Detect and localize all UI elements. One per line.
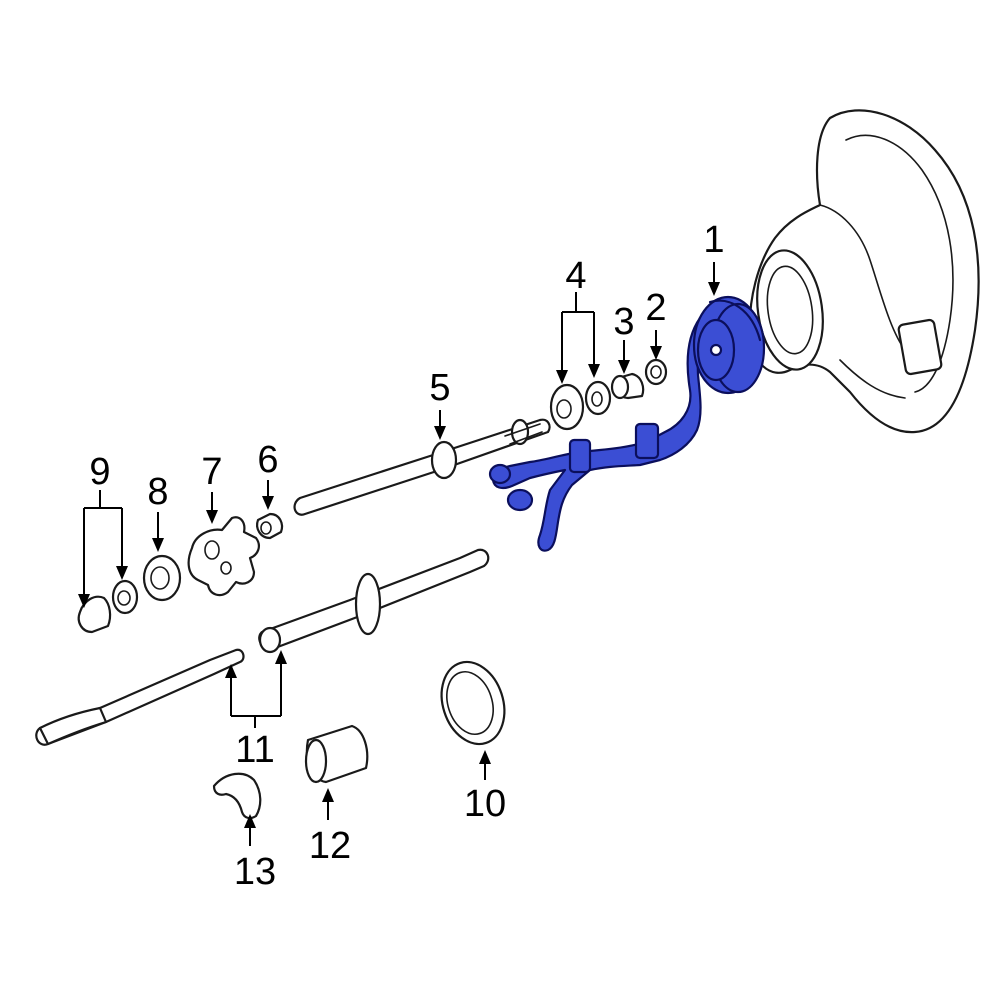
part-10-disc[interactable] [431,654,514,752]
part-6-nut[interactable] [256,512,284,540]
callout-label-2: 2 [645,287,666,329]
callout-label-13: 13 [234,851,276,893]
part-7-housing[interactable] [187,516,260,597]
callout-label-8: 8 [147,471,168,513]
callout-label-6: 6 [257,439,278,481]
part-8-ring[interactable] [142,554,182,602]
callout-label-5: 5 [429,367,450,409]
steering-wheel [748,109,980,434]
callout-label-3: 3 [613,301,634,343]
part-1-clockspring[interactable] [488,295,766,552]
part-11-lower-shaft[interactable] [35,548,490,746]
part-13-bracket[interactable] [212,772,262,820]
callout-label-12: 12 [309,825,351,867]
clockspring-wire-harness [491,316,712,552]
part-2-washer[interactable] [644,358,668,386]
callout-label-7: 7 [201,451,222,493]
callout-label-9: 9 [89,451,110,493]
part-3-bushing[interactable] [610,372,645,400]
part-5-upper-shaft[interactable] [293,418,551,516]
callout-arrows [78,262,720,846]
part-9-cap[interactable] [77,579,139,634]
callout-label-10: 10 [464,783,506,825]
callout-label-11: 11 [235,729,274,771]
part-4-bearing[interactable] [549,380,612,431]
part-12-sleeve[interactable] [304,724,369,784]
callout-label-1: 1 [703,219,724,261]
callout-label-4: 4 [565,255,586,297]
callout-labels: 1 2 3 4 5 6 7 8 9 10 11 12 13 [89,219,724,893]
